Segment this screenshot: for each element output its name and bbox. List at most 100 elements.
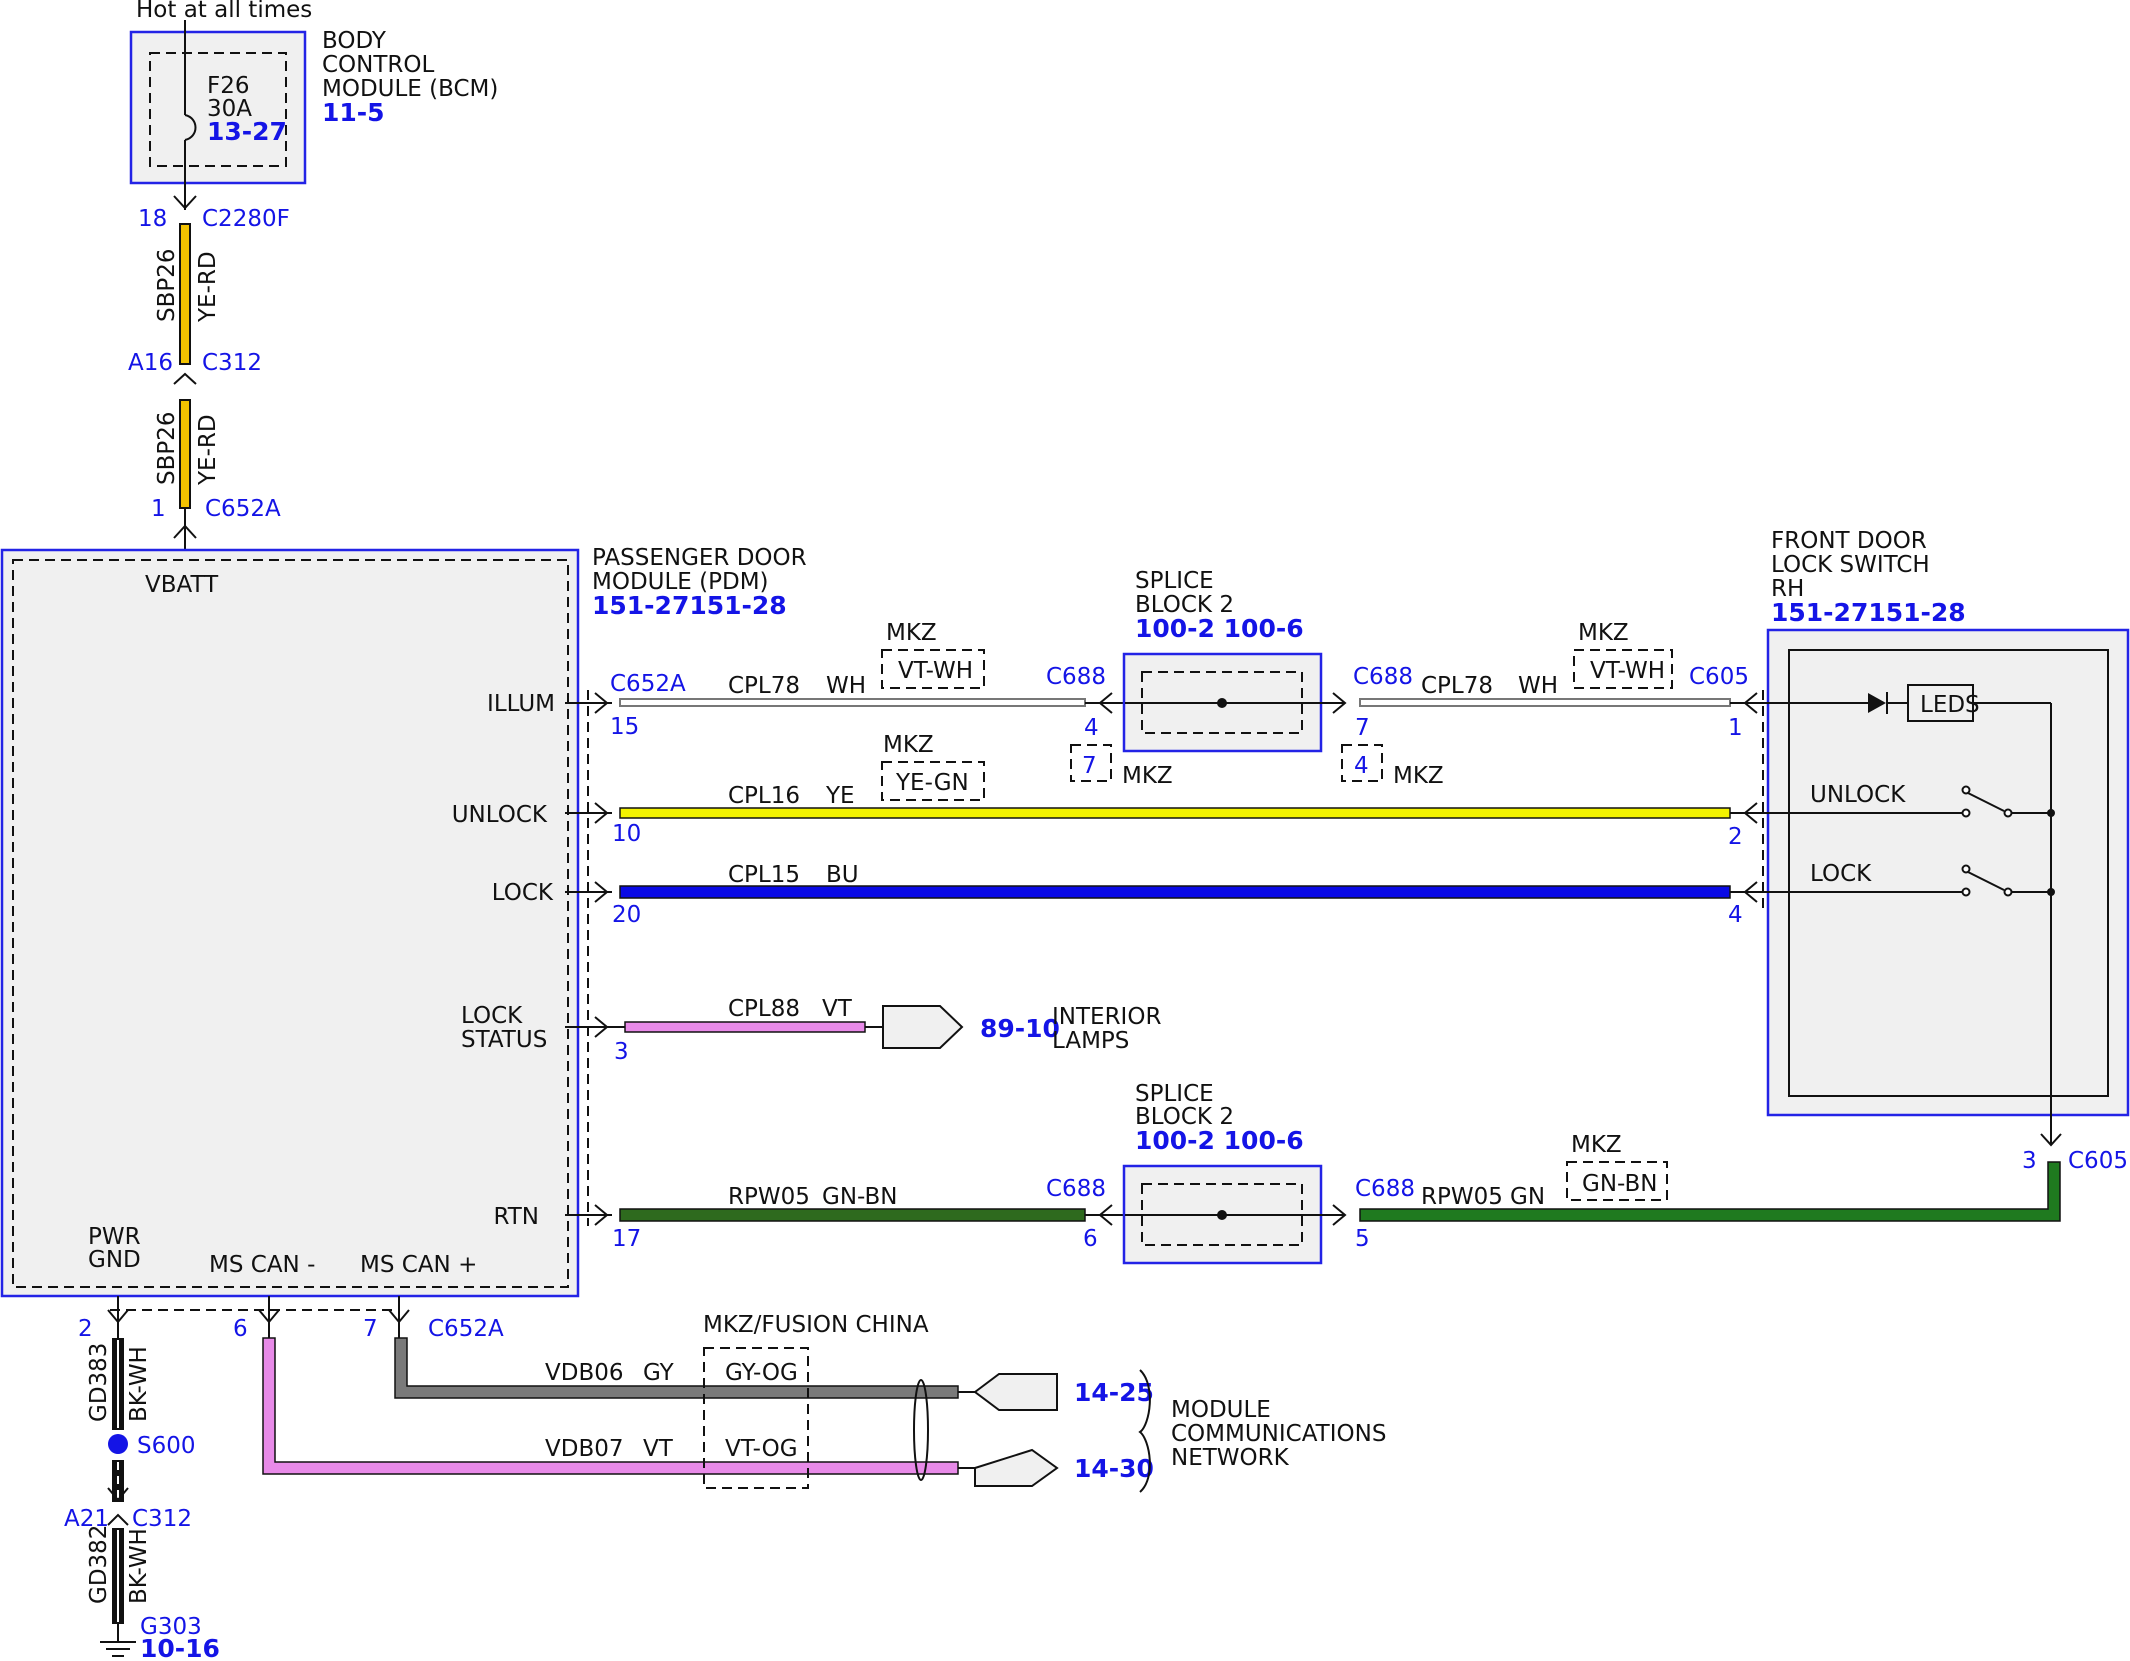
can-vt-connector-icon — [974, 1448, 1059, 1487]
rtn-conn-c688-in: C688 — [1046, 1176, 1106, 1202]
ground-id-g303: G303 — [140, 1614, 202, 1640]
can-conn-c652a: C652A — [428, 1316, 504, 1342]
c605-rtn-chevron — [2040, 1133, 2062, 1147]
can-circuit-vdb07: VDB07 — [545, 1436, 624, 1462]
switch-lock-label: LOCK — [1810, 861, 1872, 887]
bcm-name-line-2: CONTROL — [322, 52, 435, 78]
unlock-switch-icon — [1965, 791, 2005, 812]
circuit-sbp26-upper: SBP26 — [154, 248, 180, 322]
lock-status-circuit: CPL88 — [728, 996, 800, 1022]
bcm-name-line-1: BODY — [322, 28, 387, 54]
illum-color-left: WH — [826, 673, 866, 699]
can-color-vt: VT — [643, 1436, 674, 1462]
pdm-name-line-1: PASSENGER DOOR — [592, 545, 807, 571]
lock-pin-20: 20 — [612, 902, 641, 928]
splice2-ref: 100-2 100-6 — [1135, 1126, 1304, 1155]
illum-pin-4: 4 — [1084, 715, 1099, 741]
splice1-name-line-2: BLOCK 2 — [1135, 592, 1234, 618]
lock-pin-4: 4 — [1728, 902, 1743, 928]
splice1-out-chevron — [1332, 692, 1347, 714]
wire-rpw05-gn-bn — [619, 1208, 1086, 1222]
unlock-pin-2: 2 — [1728, 824, 1743, 850]
rtn-conn-c605: C605 — [2068, 1148, 2128, 1174]
pdm-pin-rtn: RTN — [493, 1204, 539, 1230]
switch-name-line-2: LOCK SWITCH — [1771, 552, 1930, 578]
splice2-in-chevron — [1098, 1204, 1113, 1226]
lock-color: BU — [826, 862, 859, 888]
ground-ref: 10-16 — [140, 1634, 220, 1661]
pdm-ms-can-minus: MS CAN - — [209, 1252, 315, 1278]
can-network-line-3: NETWORK — [1171, 1445, 1290, 1471]
ground-splice-s600: S600 — [137, 1433, 196, 1459]
can-color-gy: GY — [643, 1360, 675, 1386]
wire-rpw05-gn — [1359, 1161, 2061, 1222]
illum-pin-1: 1 — [1728, 715, 1743, 741]
color-ye-rd-lower: YE-RD — [195, 414, 221, 486]
unlock-mkz: MKZ — [883, 732, 934, 758]
splice-block-1 — [1122, 652, 1345, 753]
switch-name-line-3: RH — [1771, 576, 1804, 602]
switch-input-chevrons — [1730, 692, 1765, 903]
illum-mkz-left: MKZ — [886, 620, 937, 646]
ground-conn-c312: C312 — [132, 1506, 192, 1532]
illum-alt-color-right: VT-WH — [1590, 658, 1665, 684]
can-network-line-1: MODULE — [1171, 1397, 1271, 1423]
ground-pin-a21: A21 — [64, 1506, 109, 1532]
can-ref-vt: 14-30 — [1074, 1454, 1154, 1483]
twisted-pair-icon — [913, 1379, 929, 1481]
pdm-ms-can-plus: MS CAN + — [360, 1252, 477, 1278]
lock-status-dest-line-2: LAMPS — [1052, 1028, 1129, 1054]
pdm-name-line-2: MODULE (PDM) — [592, 569, 769, 595]
illum-conn-c652a: C652A — [610, 671, 686, 697]
lock-switch-icon — [1965, 870, 2005, 891]
pdm-module — [0, 548, 580, 1298]
conn-c312-top: C312 — [202, 350, 262, 376]
hot-at-all-times-label: Hot at all times — [136, 0, 312, 23]
rtn-pin-5: 5 — [1355, 1226, 1370, 1252]
fuse-ref: 13-27 — [207, 117, 287, 146]
can-alt-vt: VT-OG — [725, 1436, 798, 1462]
ground-pin-2: 2 — [78, 1316, 93, 1342]
bcm-module — [129, 20, 307, 210]
pdm-ref: 151-27151-28 — [592, 591, 787, 620]
illum-alt-pin-box-in — [1070, 744, 1112, 782]
lock-status-pin-3: 3 — [614, 1039, 629, 1065]
can-alt-gy: GY-OG — [725, 1360, 798, 1386]
pdm-pin-lock-status-1: LOCK — [461, 1003, 523, 1029]
bcm-name-line-3: MODULE (BCM) — [322, 76, 498, 102]
can-variant-box — [703, 1347, 809, 1489]
splice1-in-chevron — [1098, 692, 1113, 714]
pin-a16: A16 — [128, 350, 173, 376]
lock-status-color: VT — [822, 996, 853, 1022]
switch-name-line-1: FRONT DOOR — [1771, 528, 1927, 554]
rtn-pin-3: 3 — [2022, 1148, 2037, 1174]
illum-alt-box-right — [1573, 649, 1673, 689]
network-brace-icon — [1138, 1369, 1151, 1493]
splice1-name-line-1: SPLICE — [1135, 568, 1214, 594]
splice2-out-chevron — [1332, 1204, 1347, 1226]
splice2-name-line-1: SPLICE — [1135, 1081, 1214, 1107]
rtn-color-left: GN-BN — [822, 1184, 898, 1210]
pdm-pin-lock-status-2: STATUS — [461, 1027, 547, 1053]
conn-c2280f: C2280F — [202, 206, 290, 232]
can-pin-7: 7 — [363, 1316, 378, 1342]
ground-circuit-gd383: GD383 — [86, 1343, 112, 1422]
unlock-alt-color: YE-GN — [895, 770, 969, 796]
unlock-alt-box — [881, 761, 985, 801]
pdm-pin-unlock: UNLOCK — [452, 802, 548, 828]
pdm-gnd-label: GND — [88, 1247, 141, 1273]
switch-ref: 151-27151-28 — [1771, 598, 1966, 627]
unlock-circuit: CPL16 — [728, 783, 800, 809]
can-pin-6: 6 — [233, 1316, 248, 1342]
pdm-pin-illum: ILLUM — [487, 691, 555, 717]
diode-icon — [1868, 693, 1886, 713]
rtn-circuit-right: RPW05 — [1421, 1184, 1503, 1210]
illum-alt-color-left: VT-WH — [898, 658, 973, 684]
illum-alt-box-left — [881, 649, 985, 689]
illum-mkz-sb-in: MKZ — [1122, 763, 1173, 789]
lock-status-ref: 89-10 — [980, 1014, 1060, 1043]
pdm-pin-lock: LOCK — [492, 880, 554, 906]
ground-circuit-gd382: GD382 — [86, 1525, 112, 1604]
leds-box — [1907, 684, 1974, 722]
illum-alt-pin-4: 4 — [1354, 753, 1369, 779]
